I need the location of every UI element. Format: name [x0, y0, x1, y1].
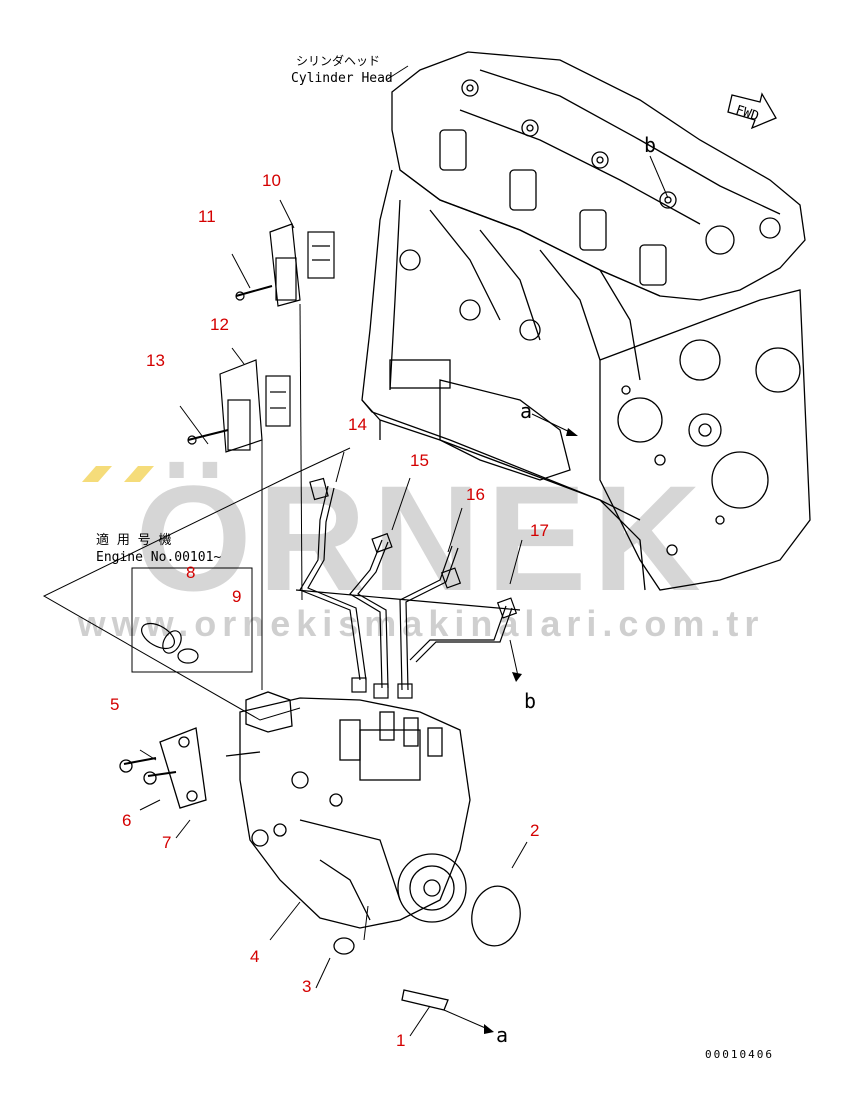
callout-13: 13 [146, 351, 165, 370]
applicable-box [131, 567, 253, 673]
watermark-accent-left [82, 466, 112, 482]
cylinder-head-jp-label: シリンダヘッド [296, 53, 380, 68]
ref-b-bottom-arrow [512, 672, 522, 682]
callout-9: 9 [232, 587, 241, 606]
ref-a-top: a [520, 399, 532, 423]
leader-lines [42, 199, 528, 1037]
cylinder-head-leader [385, 65, 409, 81]
callout-14: 14 [348, 415, 367, 434]
clamp-10-11 [235, 223, 335, 307]
ref-b-top-leader [649, 155, 669, 199]
injection-pipes [295, 477, 521, 699]
callout-numbers: 1 2 3 4 5 6 7 8 9 10 11 12 13 14 15 16 1… [110, 171, 549, 1050]
callout-16: 16 [466, 485, 485, 504]
callout-8: 8 [186, 563, 195, 582]
callout-11: 11 [198, 207, 216, 226]
watermark-url: www.ornekismakinalari.com.tr [77, 603, 765, 644]
callout-17: 17 [530, 521, 549, 540]
engine-no-label: Engine No.00101~ [96, 550, 221, 565]
callout-4: 4 [250, 947, 259, 966]
watermark-accent-right [124, 466, 154, 482]
callout-6: 6 [122, 811, 131, 830]
drawing-number: 00010406 [705, 1048, 774, 1061]
ref-b-top: b [644, 133, 656, 157]
cylinder-head-en-label: Cylinder Head [291, 71, 393, 86]
callout-3: 3 [302, 977, 311, 996]
ref-a-bottom-arrow [484, 1024, 494, 1034]
fwd-label: FWD [734, 103, 761, 125]
ref-a-bottom: a [496, 1023, 508, 1047]
callout-2: 2 [530, 821, 539, 840]
callout-15: 15 [410, 451, 429, 470]
callout-12: 12 [210, 315, 229, 334]
ref-a-top-leader [531, 413, 575, 435]
callout-1: 1 [396, 1031, 405, 1050]
clamp-12-13 [187, 359, 291, 453]
callout-5: 5 [110, 695, 119, 714]
callout-7: 7 [162, 833, 171, 852]
parts-8-9 [141, 622, 199, 664]
watermark: ÖRNEK www.ornekismakinalari.com.tr [77, 454, 765, 644]
watermark-brand: ÖRNEK [135, 454, 707, 622]
injection-pump-drawing [119, 691, 521, 1011]
callout-10: 10 [262, 171, 281, 190]
ref-a-top-arrow [566, 428, 578, 436]
ref-b-bottom: b [524, 689, 536, 713]
engine-block-drawing [361, 51, 811, 591]
applicable-jp-label: 適 用 号 機 [96, 532, 171, 548]
